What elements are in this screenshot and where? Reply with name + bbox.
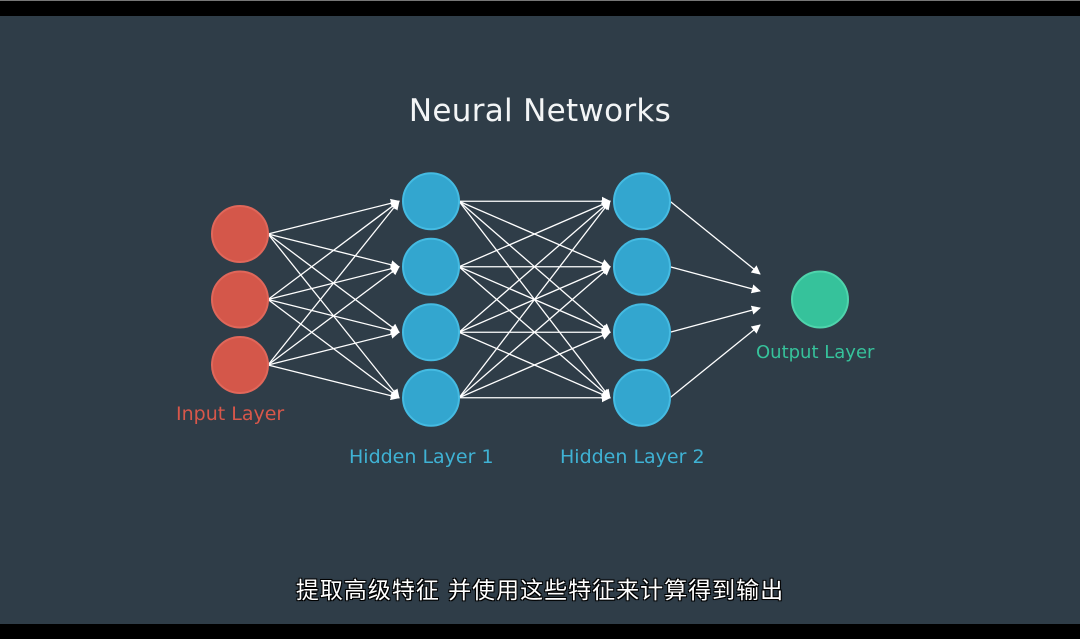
- hidden-layer-1-label: Hidden Layer 1: [349, 446, 494, 468]
- hidden1-node-2: [402, 237, 460, 296]
- video-bottom-letterbox: [0, 624, 1080, 639]
- slide: [0, 16, 1080, 624]
- edge-hidden2-2-to-output-0: [669, 305, 761, 333]
- hidden-layer-2-label: Hidden Layer 2: [560, 446, 705, 468]
- slide-title: Neural Networks: [408, 93, 672, 129]
- edge-hidden1-1-to-hidden2-0: [458, 200, 611, 268]
- edge-input-2-to-hidden1-1: [267, 266, 400, 366]
- input-node-1: [211, 205, 269, 263]
- video-top-letterbox: [0, 0, 1080, 16]
- hidden1-node-4: [402, 368, 460, 427]
- edge-hidden1-3-to-hidden2-1: [458, 266, 611, 399]
- input-node-2: [211, 270, 269, 329]
- edge-hidden1-3-to-hidden2-0: [458, 200, 611, 399]
- hidden1-node-3: [402, 303, 460, 362]
- output-layer-label: Output Layer: [756, 342, 875, 363]
- hidden2-node-2: [613, 237, 671, 296]
- edge-hidden1-3-to-hidden2-2: [458, 331, 611, 399]
- hidden2-node-4: [613, 368, 671, 427]
- edge-input-0-to-hidden1-0: [267, 198, 400, 235]
- output-node-1: [791, 270, 849, 329]
- edge-input-1-to-hidden1-0: [267, 200, 400, 301]
- edges-group: [267, 196, 761, 403]
- edge-hidden2-1-to-output-0: [669, 266, 761, 294]
- input-layer-label: Input Layer: [176, 403, 285, 425]
- edge-hidden1-2-to-hidden2-0: [458, 200, 611, 333]
- edge-input-2-to-hidden1-3: [267, 364, 400, 401]
- edge-input-2-to-hidden1-0: [267, 200, 400, 366]
- nodes-group: [211, 172, 849, 427]
- edge-hidden2-3-to-output-0: [669, 324, 761, 399]
- input-node-3: [211, 336, 269, 394]
- hidden2-node-3: [613, 303, 671, 362]
- edge-input-2-to-hidden1-2: [267, 329, 400, 366]
- edge-hidden2-0-to-output-0: [669, 200, 761, 275]
- hidden1-node-1: [402, 172, 460, 231]
- video-subtitle: 提取高级特征 并使用这些特征来计算得到输出: [295, 578, 785, 604]
- hidden2-node-1: [613, 172, 671, 231]
